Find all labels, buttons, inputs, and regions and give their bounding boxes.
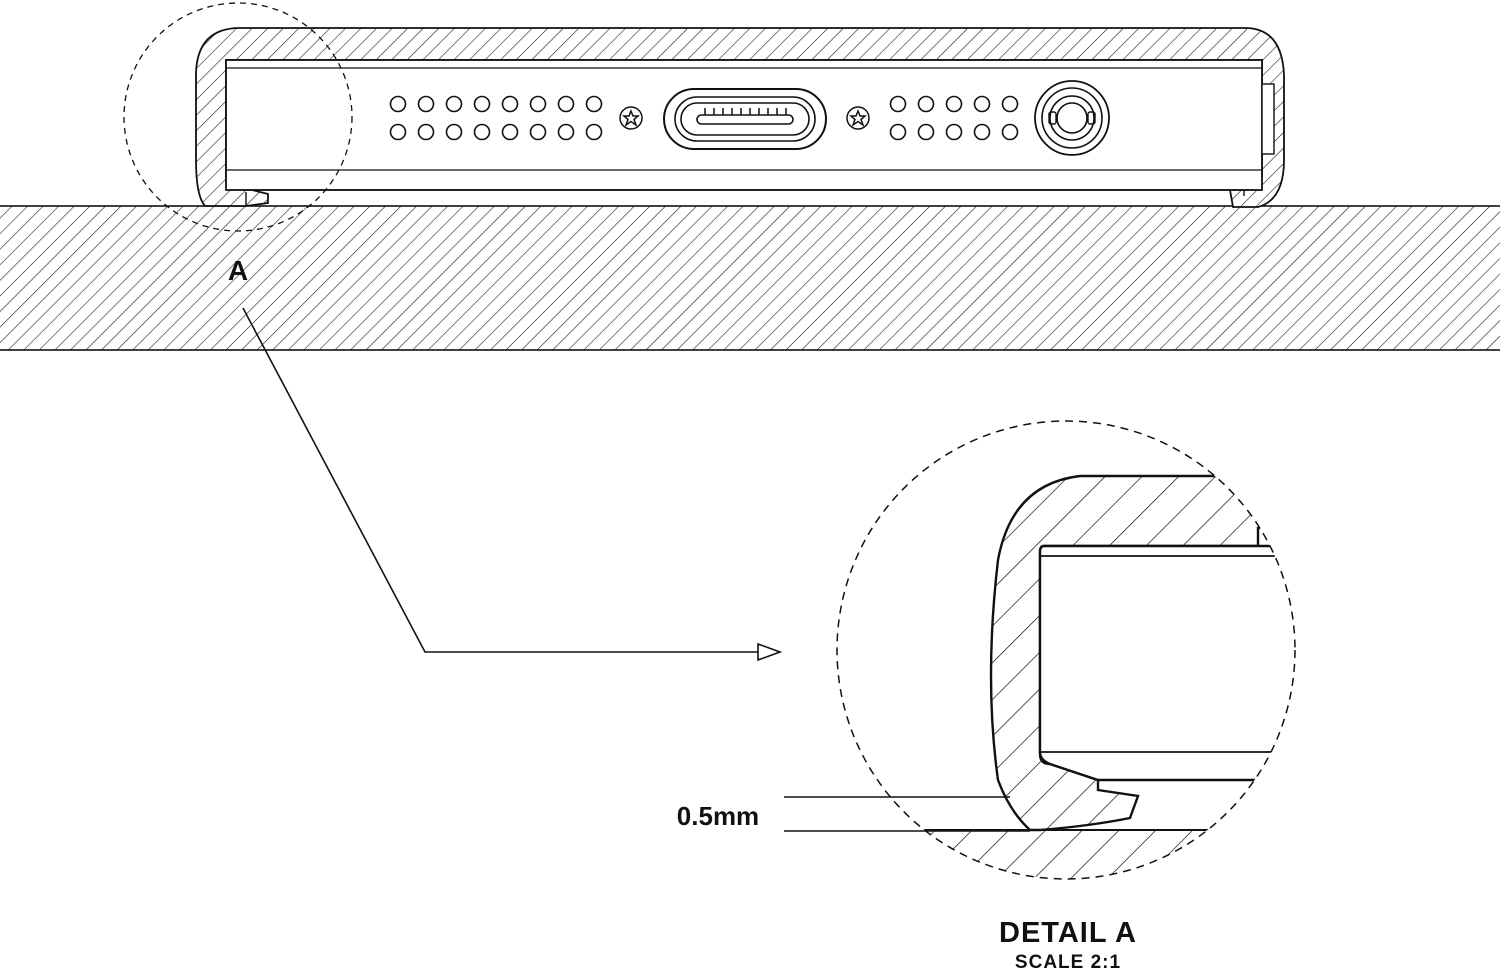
headphone-jack-icon [1034,80,1110,156]
phone-bottom-edge [225,59,1275,191]
speaker-grille-icon [889,95,1019,141]
detail-title: DETAIL A [999,917,1137,949]
leader-arrow [242,307,783,662]
torx-screw-icon [619,106,643,130]
lightning-port-icon [663,88,827,150]
dimension-lines [784,796,1030,832]
callout-label: A [228,255,248,286]
detail-scale: SCALE 2:1 [1015,952,1121,973]
detail-callout-circle [123,2,353,232]
dimension-label: 0.5mm [677,801,759,831]
speaker-grille-icon [389,95,603,141]
torx-screw-icon [846,106,870,130]
table-surface [0,205,1500,351]
detail-a-view [836,420,1296,880]
